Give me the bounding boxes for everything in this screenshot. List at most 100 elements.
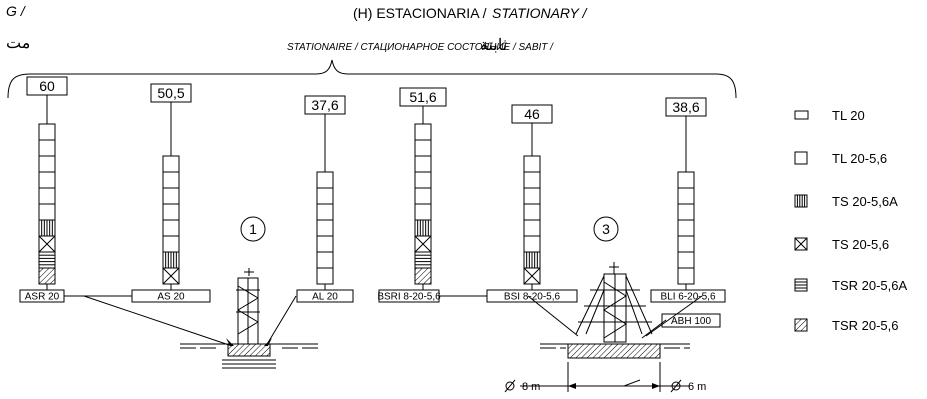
tower-segment-d	[414, 267, 432, 285]
base-label-box	[296, 289, 354, 303]
dimension-left: 8 m	[522, 381, 540, 393]
circle-marker-1	[240, 216, 266, 242]
tower-segment-e	[414, 139, 432, 157]
tower-segment-e	[677, 267, 695, 285]
legend-label: TL 20-5,6	[832, 151, 887, 166]
legend-item: TS 20-5,6A	[794, 194, 898, 209]
base-label: AL 20	[312, 292, 338, 303]
height-label: 46	[524, 106, 540, 122]
tower-segment-e	[677, 219, 695, 237]
tower-segment-v	[162, 251, 180, 269]
tower-segment-e	[523, 203, 541, 221]
height-label: 38,6	[672, 99, 699, 115]
tower-segment-e	[414, 123, 432, 141]
legend-item: TSR 20-5,6A	[794, 278, 907, 293]
tower-segment-e	[316, 235, 334, 253]
tower-segment-e	[523, 235, 541, 253]
legend-label: TSR 20-5,6	[832, 318, 898, 333]
legend-item: TS 20-5,6	[794, 237, 889, 252]
tower-segment-e	[38, 139, 56, 157]
base-label-box	[650, 289, 726, 303]
title-prefix: (H) ESTACIONARIA /	[353, 5, 487, 21]
diameter-icon	[671, 381, 681, 391]
base-label: BSI 8-20-5,6	[504, 292, 561, 303]
tower-2: 50,5 AS 20	[131, 83, 211, 303]
legend-label: TS 20-5,6	[832, 237, 889, 252]
base-label: BLI 6-20-5,6	[660, 292, 715, 303]
corner-text-line2: مت	[6, 35, 30, 52]
tower-segment-e	[38, 203, 56, 221]
tower-segment-e	[316, 203, 334, 221]
legend-item: TL 20-5,6	[794, 151, 887, 166]
legend-label: TSR 20-5,6A	[832, 278, 907, 293]
tower-segment-e	[523, 155, 541, 173]
tower-segment-e	[414, 187, 432, 205]
height-label: 37,6	[311, 97, 338, 113]
small-rect-icon	[794, 110, 809, 120]
tower-segment-e	[523, 219, 541, 237]
tower-segment-e	[677, 203, 695, 221]
tower-segment-e	[38, 155, 56, 173]
tower-segment-v	[414, 219, 432, 237]
corner-text-line1: G /	[6, 3, 27, 19]
circle-label-1: 1	[249, 221, 257, 237]
height-label: 60	[39, 78, 55, 94]
tower-segment-e	[162, 235, 180, 253]
tower-segment-h	[414, 251, 432, 269]
grouping-brace	[7, 59, 737, 99]
subtitle-arabic: ثابتة	[480, 37, 507, 54]
mast-drawing-1	[83, 268, 318, 369]
tower-segment-e	[677, 171, 695, 189]
title-italic: STATIONARY /	[492, 5, 588, 21]
tower-segment-e	[677, 235, 695, 253]
base-label: BSRI 8-20-5,6	[377, 292, 441, 303]
tower-segment-e	[38, 123, 56, 141]
tower-segment-e	[38, 187, 56, 205]
height-label: 51,6	[409, 89, 436, 105]
tower-segment-v	[38, 219, 56, 237]
dimension-indicator	[504, 362, 690, 393]
tower-segment-e	[162, 171, 180, 189]
legend-label: TS 20-5,6A	[832, 194, 898, 209]
tower-segment-d	[38, 267, 56, 285]
tower-segment-e	[316, 171, 334, 189]
hatched-box-icon	[794, 318, 808, 332]
tower-segment-e	[162, 203, 180, 221]
tower-segment-e	[523, 187, 541, 205]
tower-segment-x	[414, 235, 432, 253]
square-icon	[794, 151, 808, 165]
legend-item: TL 20	[794, 108, 865, 123]
base-label: AS 20	[157, 292, 185, 303]
tower-segment-e	[677, 187, 695, 205]
x-box-icon	[794, 237, 808, 251]
vertical-lines-icon	[794, 194, 808, 208]
base-label: ASR 20	[25, 292, 60, 303]
tower-segment-e	[316, 267, 334, 285]
tower-segment-e	[162, 219, 180, 237]
subtitle: STATIONAIRE / СТАЦИОНАРНОЕ СОСТОЯНИЕ / S…	[287, 42, 554, 53]
horizontal-lines-icon	[794, 278, 808, 292]
tower-segment-e	[414, 171, 432, 189]
tower-segment-e	[316, 251, 334, 269]
circle-marker-3	[593, 216, 619, 242]
abh-label: ABH 100	[671, 316, 711, 327]
tower-segment-e	[316, 187, 334, 205]
tower-segment-e	[677, 251, 695, 269]
tower-3: 37,6 AL 20	[296, 95, 354, 303]
tower-segment-v	[523, 251, 541, 269]
legend-label: TL 20	[832, 108, 865, 123]
tower-segment-x	[523, 267, 541, 285]
height-label: 50,5	[157, 85, 184, 101]
tower-segment-e	[414, 203, 432, 221]
tower-segment-x	[38, 235, 56, 253]
diameter-icon	[505, 381, 515, 391]
tower-segment-e	[162, 187, 180, 205]
circle-label-3: 3	[602, 221, 610, 237]
